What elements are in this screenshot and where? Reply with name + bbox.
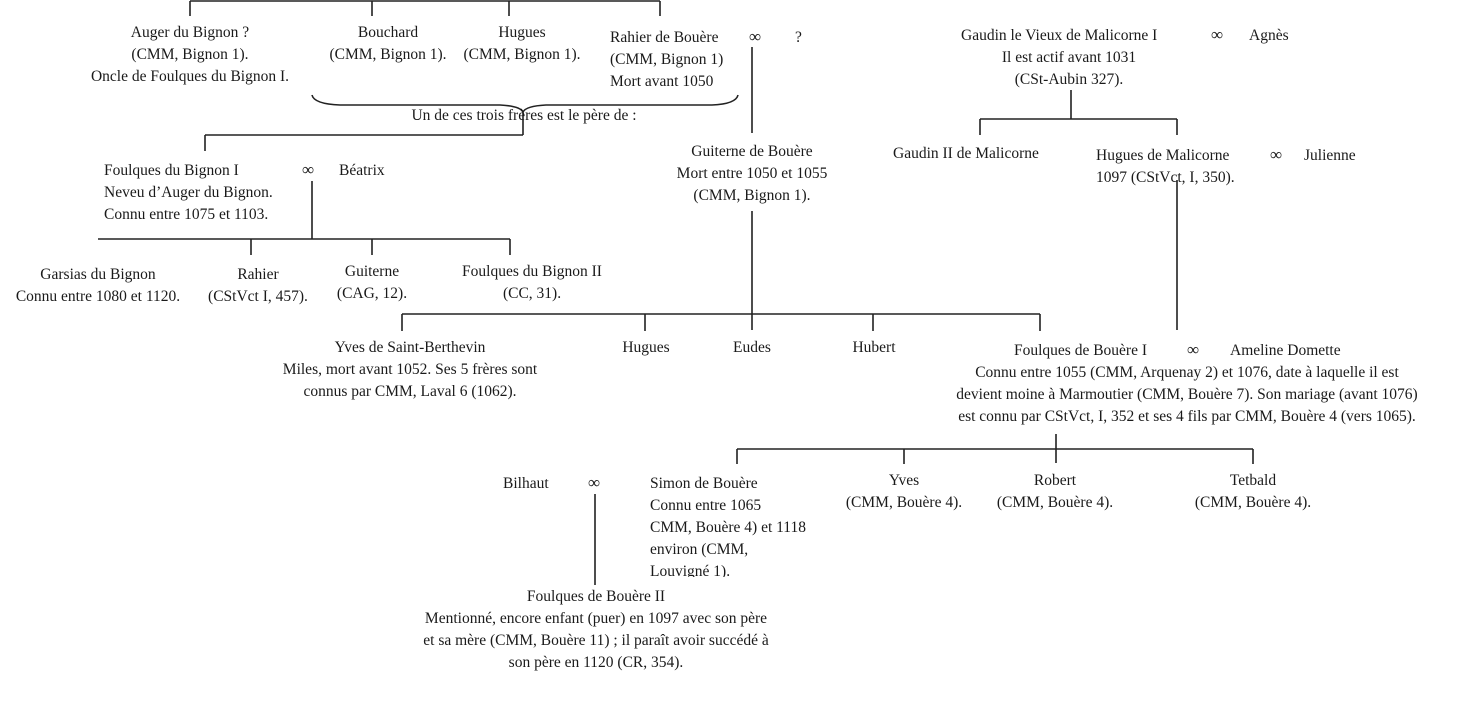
person-note: est connu par CStVct, I, 352 et ses 4 fi… xyxy=(958,408,1416,425)
person-note: Connu entre 1055 (CMM, Arquenay 2) et 10… xyxy=(975,364,1399,381)
person-foulques-de-bouere-i-name: Foulques de Bouère I xyxy=(1014,342,1148,359)
person-name: Hugues xyxy=(498,24,546,41)
person-name: Hugues de Malicorne xyxy=(1096,147,1230,164)
marriage-symbol: ∞ xyxy=(1187,340,1200,359)
person-name: Garsias du Bignon xyxy=(40,266,156,283)
person-note: Louvigné 1). xyxy=(650,563,731,577)
person-name: Bouchard xyxy=(357,24,419,41)
person-tetbald: Tetbald (CMM, Bouère 4). xyxy=(1195,470,1311,514)
person-note: (CAG, 12). xyxy=(336,285,408,302)
person-robert: Robert (CMM, Bouère 4). xyxy=(997,470,1113,514)
person-agnes: Agnès xyxy=(1249,27,1289,44)
person-note: connus par CMM, Laval 6 (1062). xyxy=(303,383,517,400)
marriage-symbol: ∞ xyxy=(1211,25,1224,44)
person-gaudin-ii: Gaudin II de Malicorne xyxy=(893,145,1039,162)
person-rahier: Rahier (CStVct I, 457). xyxy=(208,264,308,308)
person-bilhaut: Bilhaut xyxy=(503,475,549,492)
person-note: (CStVct I, 457). xyxy=(208,288,308,305)
person-note: (CMM, Bignon 1). xyxy=(131,46,249,63)
person-note: (CMM, Bignon 1) xyxy=(610,51,724,68)
person-note: CMM, Bouère 4) et 1118 xyxy=(650,519,806,536)
person-hugues-mid: Hugues xyxy=(622,339,670,356)
marriage-symbol: ∞ xyxy=(588,473,601,492)
person-yves: Yves (CMM, Bouère 4). xyxy=(846,470,962,514)
person-julienne: Julienne xyxy=(1304,147,1356,164)
person-eudes: Eudes xyxy=(733,339,771,356)
person-note: et sa mère (CMM, Bouère 11) ; il paraît … xyxy=(423,632,769,649)
person-note: Mentionné, encore enfant (puer) en 1097 … xyxy=(424,610,768,627)
person-rahier-spouse: ? xyxy=(795,29,802,46)
person-gaudin-le-vieux-notes: Il est actif avant 1031 (CSt-Aubin 327). xyxy=(1002,47,1136,88)
person-note: (CSt-Aubin 327). xyxy=(1014,71,1124,88)
person-rahier-de-bouere: Rahier de Bouère (CMM, Bignon 1) Mort av… xyxy=(610,27,723,89)
person-name: Yves de Saint-Berthevin xyxy=(334,339,486,356)
person-auger-du-bignon: Auger du Bignon ? (CMM, Bignon 1). Oncle… xyxy=(91,22,289,88)
person-name: Rahier de Bouère xyxy=(610,29,719,46)
person-note: Mort entre 1050 et 1055 xyxy=(676,165,828,182)
person-note: (CMM, Bouère 4). xyxy=(1194,494,1312,511)
person-name: Guiterne xyxy=(344,263,400,280)
person-foulques-de-bouere-ii: Foulques de Bouère II Mentionné, encore … xyxy=(423,586,768,674)
person-name: Yves xyxy=(888,472,920,489)
person-bouchard: Bouchard (CMM, Bignon 1). xyxy=(329,22,446,66)
person-guiterne-de-bouere: Guiterne de Bouère Mort entre 1050 et 10… xyxy=(677,141,828,207)
person-note: Neveu d’Auger du Bignon. xyxy=(104,184,273,201)
person-hugues-de-malicorne: Hugues de Malicorne 1097 (CStVct, I, 350… xyxy=(1096,145,1235,189)
person-foulques-du-bignon-ii: Foulques du Bignon II (CC, 31). xyxy=(462,261,602,305)
person-note: (CMM, Bignon 1). xyxy=(693,187,811,204)
marriage-symbol: ∞ xyxy=(1270,145,1283,164)
person-yves-de-saint-berthevin: Yves de Saint-Berthevin Miles, mort avan… xyxy=(283,337,537,403)
person-note: Miles, mort avant 1052. Ses 5 frères son… xyxy=(282,361,538,378)
person-simon-de-bouere: Simon de Bouère Connu entre 1065 CMM, Bo… xyxy=(650,473,806,577)
person-note: Connu entre 1075 et 1103. xyxy=(104,206,269,223)
person-name: Foulques du Bignon II xyxy=(462,263,602,280)
person-note: (CMM, Bouère 4). xyxy=(996,494,1114,511)
person-name: Simon de Bouère xyxy=(650,475,758,492)
person-note: Connu entre 1065 xyxy=(650,497,762,514)
marriage-symbol: ∞ xyxy=(749,27,762,46)
person-foulques-du-bignon-i: Foulques du Bignon I Neveu d’Auger du Bi… xyxy=(104,160,273,226)
person-note: environ (CMM, xyxy=(650,541,749,558)
person-foulques-de-bouere-i-notes: Connu entre 1055 (CMM, Arquenay 2) et 10… xyxy=(956,362,1417,428)
person-gaudin-le-vieux-name: Gaudin le Vieux de Malicorne I xyxy=(961,27,1158,44)
person-name: Guiterne de Bouère xyxy=(691,143,813,160)
person-name: Auger du Bignon ? xyxy=(130,24,250,41)
person-beatrix: Béatrix xyxy=(339,162,385,179)
person-name: Foulques de Bouère II xyxy=(526,588,666,605)
brace-caption: Un de ces trois frères est le père de : xyxy=(411,107,637,124)
person-note: devient moine à Marmoutier (CMM, Bouère … xyxy=(956,386,1418,403)
person-note: 1097 (CStVct, I, 350). xyxy=(1096,169,1235,186)
person-note: Mort avant 1050 xyxy=(610,73,714,89)
person-garsias-du-bignon: Garsias du Bignon Connu entre 1080 et 11… xyxy=(16,264,180,308)
person-name: Foulques du Bignon I xyxy=(104,162,239,179)
person-note: Oncle de Foulques du Bignon I. xyxy=(90,68,290,85)
person-guiterne: Guiterne (CAG, 12). xyxy=(337,261,407,305)
person-name: Tetbald xyxy=(1229,472,1277,489)
person-note: (CMM, Bouère 4). xyxy=(845,494,963,511)
marriage-symbol: ∞ xyxy=(302,160,315,179)
person-note: Il est actif avant 1031 xyxy=(1001,49,1137,66)
person-hugues-top: Hugues (CMM, Bignon 1). xyxy=(463,22,580,66)
person-name: Rahier xyxy=(237,266,279,283)
person-name: Robert xyxy=(1033,472,1077,489)
person-note: son père en 1120 (CR, 354). xyxy=(508,654,684,671)
person-note: (CMM, Bignon 1). xyxy=(329,46,447,63)
person-note: (CC, 31). xyxy=(502,285,562,302)
person-note: Connu entre 1080 et 1120. xyxy=(15,288,181,305)
person-note: (CMM, Bignon 1). xyxy=(463,46,581,63)
person-ameline-domette: Ameline Domette xyxy=(1230,342,1341,359)
person-hubert: Hubert xyxy=(852,339,896,356)
